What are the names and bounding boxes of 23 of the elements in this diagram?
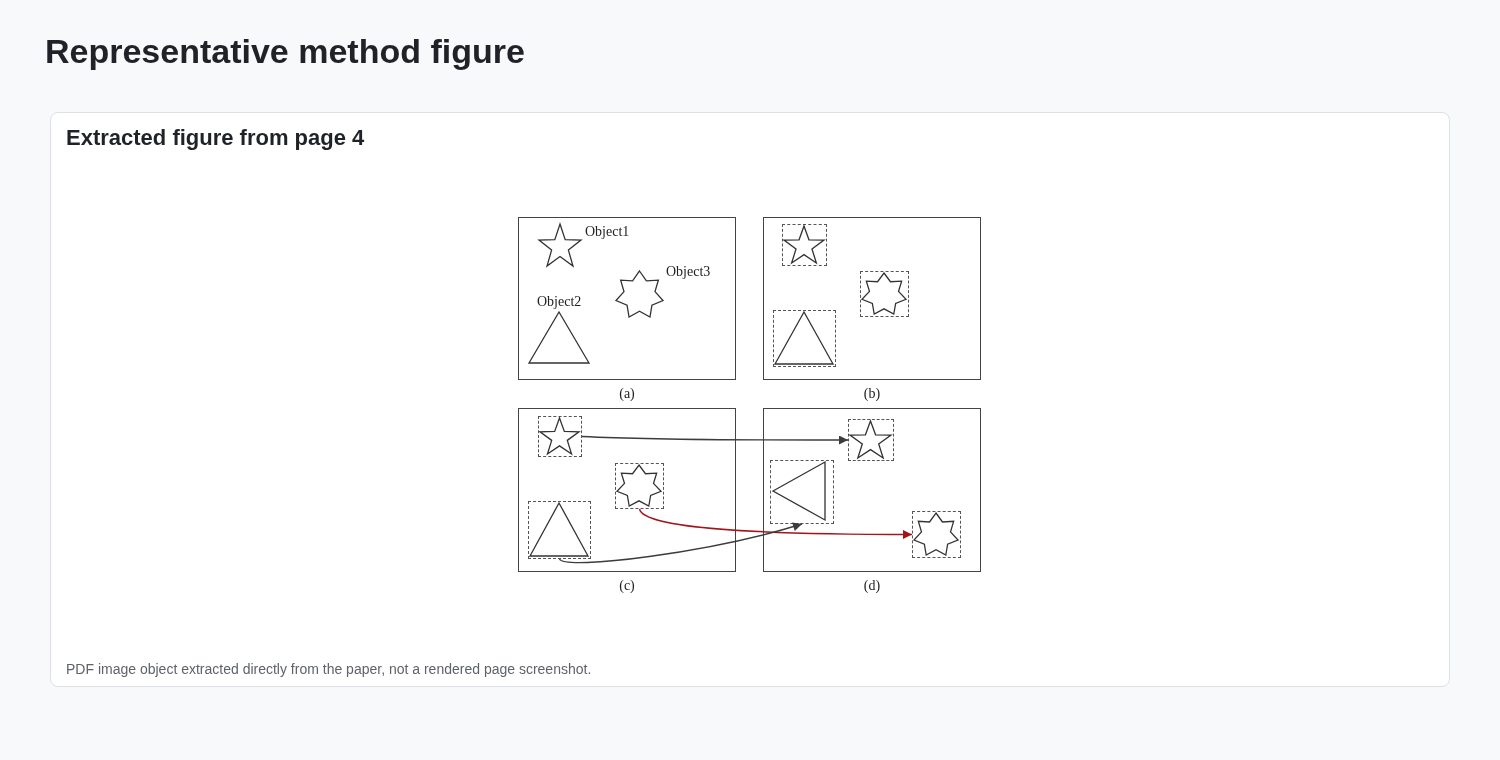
triangle-icon — [773, 462, 825, 520]
object-label: Object3 — [666, 264, 711, 280]
object-label: Object1 — [585, 224, 630, 240]
curved-arrow — [581, 435, 849, 445]
curved-arrow — [558, 522, 803, 564]
figure-panel — [763, 408, 981, 572]
figure-panel — [518, 408, 736, 572]
panel-label: (d) — [863, 578, 881, 594]
dashed-bounding-box — [770, 460, 834, 524]
panel-label: (a) — [619, 386, 635, 402]
page-title: Representative method figure — [45, 32, 525, 72]
triangle-icon — [529, 312, 589, 363]
curved-arrow — [638, 508, 913, 539]
figure-caption: PDF image object extracted directly from the paper, not a rendered page screenshot. — [66, 661, 592, 678]
figure-card — [50, 112, 1450, 687]
figure-panel — [763, 217, 981, 380]
figure-panel — [518, 217, 736, 380]
panel-label: (b) — [863, 386, 881, 402]
card-heading: Extracted figure from page 4 — [66, 125, 365, 151]
star-icon — [539, 224, 581, 266]
seven-point-star-icon — [616, 271, 663, 317]
object-label: Object2 — [537, 294, 582, 310]
panel-label: (c) — [619, 578, 635, 594]
